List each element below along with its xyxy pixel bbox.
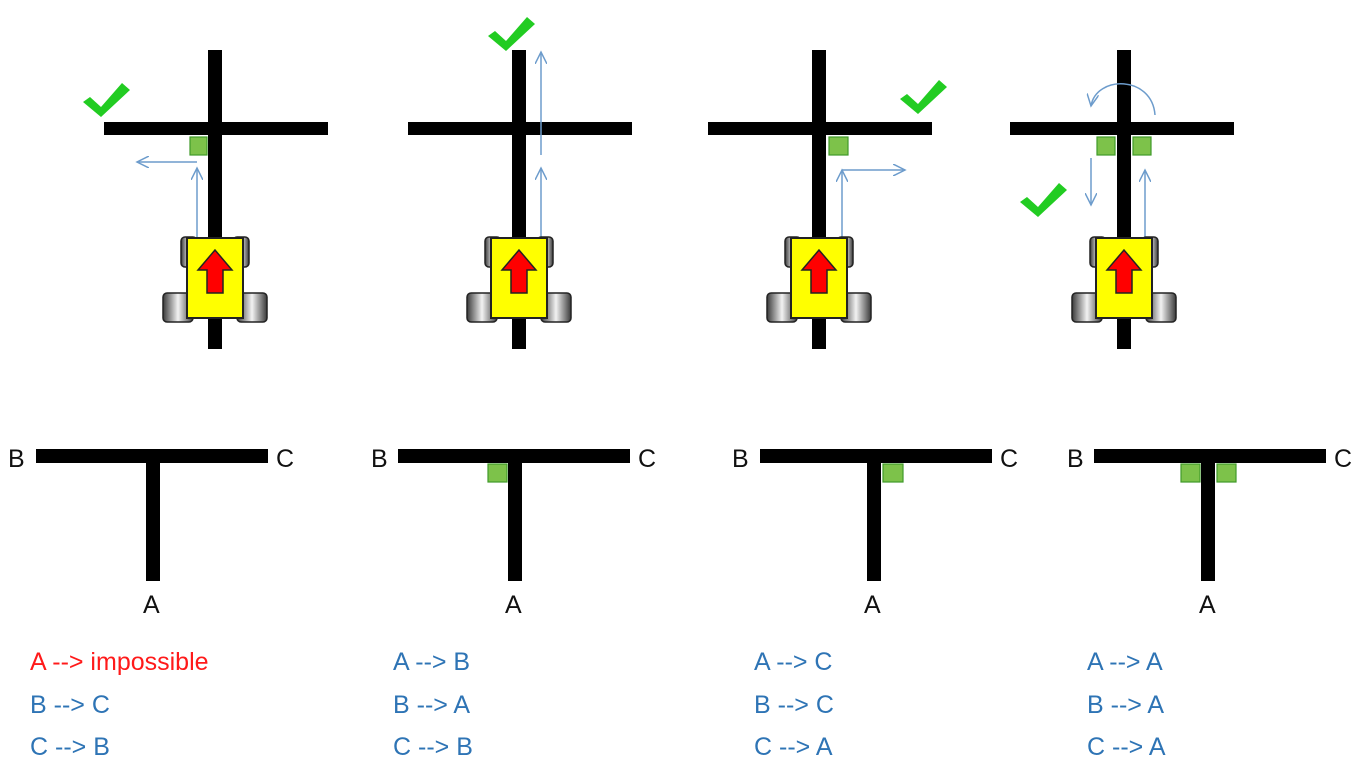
green-marker-icon	[487, 463, 508, 483]
label-c: C	[1334, 445, 1352, 473]
label-b: B	[8, 445, 25, 473]
green-marker-icon	[882, 463, 904, 483]
label-a: A	[1199, 591, 1216, 619]
label-c: C	[1000, 445, 1018, 473]
robot-icon	[1071, 236, 1177, 323]
t-stem-track	[508, 449, 522, 581]
t-stem-track	[1201, 449, 1215, 581]
panel-1-rules: A --> impossible B --> C C --> B	[30, 648, 209, 761]
rule-line-3: C --> B	[30, 733, 110, 761]
panel-2-rules: A --> B B --> A C --> B	[393, 648, 473, 761]
panel-1-crossing	[83, 50, 328, 349]
rule-line-1: A --> C	[754, 648, 833, 676]
green-marker-icon	[1132, 136, 1152, 156]
rule-line-1: A --> B	[393, 648, 470, 676]
green-marker-icon	[1180, 463, 1201, 483]
green-marker-icon	[1096, 136, 1116, 156]
green-marker-icon	[828, 136, 849, 156]
panel-2-crossing	[408, 17, 632, 349]
t-stem-track	[867, 449, 881, 581]
rule-line-3: C --> B	[393, 733, 473, 761]
panel-3-t-junction: B C A	[732, 445, 1018, 619]
check-icon	[488, 17, 535, 51]
rule-line-3: C --> A	[754, 733, 833, 761]
panel-4-crossing	[1010, 50, 1234, 349]
rule-line-2: B --> A	[393, 691, 470, 719]
panel-2-t-junction: B C A	[371, 445, 656, 619]
check-icon	[83, 83, 130, 117]
check-icon	[900, 80, 947, 114]
check-icon	[1020, 183, 1067, 217]
panel-3-rules: A --> C B --> C C --> A	[754, 648, 834, 761]
rule-line-2: B --> C	[754, 691, 834, 719]
label-b: B	[732, 445, 749, 473]
t-stem-track	[146, 449, 160, 581]
panel-4-t-junction: B C A	[1067, 445, 1352, 619]
rule-line-2: B --> A	[1087, 691, 1164, 719]
green-marker-icon	[189, 136, 208, 156]
label-a: A	[143, 591, 160, 619]
rule-line-2: B --> C	[30, 691, 110, 719]
robot-icon	[766, 236, 872, 323]
panel-3-crossing	[708, 50, 947, 349]
rule-line-1: A --> A	[1087, 648, 1163, 676]
panel-1-t-junction: B C A	[8, 445, 294, 619]
uturn-arrow-icon	[1091, 83, 1156, 116]
robot-icon	[162, 236, 268, 323]
label-a: A	[864, 591, 881, 619]
label-b: B	[1067, 445, 1084, 473]
rule-line-3: C --> A	[1087, 733, 1166, 761]
label-c: C	[638, 445, 656, 473]
label-a: A	[505, 591, 522, 619]
label-c: C	[276, 445, 294, 473]
rule-line-1: A --> impossible	[30, 648, 209, 676]
panel-4-rules: A --> A B --> A C --> A	[1087, 648, 1166, 761]
robot-icon	[466, 236, 572, 323]
green-marker-icon	[1216, 463, 1237, 483]
label-b: B	[371, 445, 388, 473]
